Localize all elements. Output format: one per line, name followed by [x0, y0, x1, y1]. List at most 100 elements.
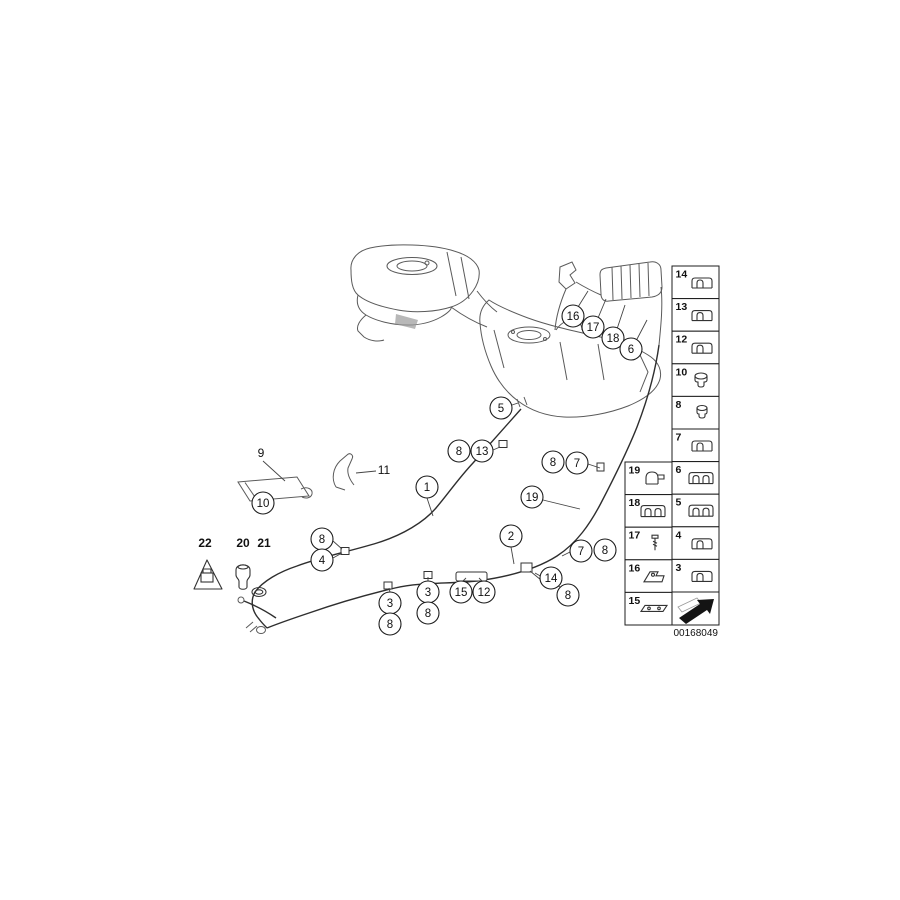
tank-left-lobe-outline [350, 244, 480, 313]
leader-line [529, 570, 542, 581]
callout-7a[interactable]: 7 [565, 451, 589, 475]
pipe-clip-mark [383, 581, 393, 590]
legend-item-4[interactable]: 4 [671, 526, 720, 560]
warning-triangle-drawing [193, 559, 223, 590]
pipe-clip-marks [340, 440, 605, 590]
callout-balloons: 16 17 18 6 5 8 13 8 [251, 304, 643, 636]
legend-item-12[interactable]: 12 [671, 330, 720, 365]
callout-label: 18 [607, 333, 620, 345]
callout-7b[interactable]: 7 [569, 539, 593, 563]
legend-number: 4 [676, 529, 682, 541]
callout-label: 6 [628, 344, 634, 356]
callout-3a[interactable]: 3 [416, 580, 440, 604]
leader-line [511, 402, 519, 406]
fuel-tank-drawing [350, 244, 662, 418]
detail-line [511, 330, 515, 334]
line-end-fitting [237, 596, 245, 604]
leader-line [332, 552, 343, 559]
callout-17[interactable]: 17 [581, 315, 605, 339]
callout-circle [539, 566, 563, 590]
legend-number: 16 [629, 562, 641, 574]
callout-label: 7 [578, 546, 584, 558]
leader-line [426, 497, 434, 517]
legend-item-17[interactable]: 17 [624, 526, 673, 561]
callout-2[interactable]: 2 [499, 524, 523, 548]
legend-item-19[interactable]: 19 [624, 461, 673, 496]
leader-line [635, 319, 648, 342]
callout-circle [556, 583, 580, 607]
callout-15[interactable]: 15 [449, 580, 473, 604]
callout-label: 3 [387, 598, 393, 610]
legend-item-6[interactable]: 6 [671, 461, 720, 495]
legend-arrow-box[interactable] [671, 591, 720, 626]
legend-item-13[interactable]: 13 [671, 298, 720, 332]
callout-label: 3 [425, 587, 431, 599]
part-label-9[interactable]: 9 [258, 446, 265, 460]
callout-label: 5 [498, 403, 504, 415]
callout-circle [593, 538, 617, 562]
callout-label: 15 [455, 587, 468, 599]
part-label-20[interactable]: 20 [236, 536, 250, 550]
callout-8d[interactable]: 8 [593, 538, 617, 562]
callout-8g[interactable]: 8 [378, 612, 402, 636]
legend-number: 10 [676, 366, 688, 378]
callout-19[interactable]: 19 [520, 485, 544, 509]
callout-label: 8 [425, 608, 431, 620]
part-label-22[interactable]: 22 [198, 536, 212, 550]
leader-line [587, 463, 601, 469]
legend-item-10[interactable]: 10 [671, 363, 720, 397]
legend-item-3[interactable]: 3 [671, 558, 720, 593]
callout-16[interactable]: 16 [561, 304, 585, 328]
callout-12[interactable]: 12 [472, 580, 496, 604]
callout-8b[interactable]: 8 [541, 450, 565, 474]
pipe-clip-mark [340, 547, 350, 555]
callout-1[interactable]: 1 [415, 475, 439, 499]
callout-circle [472, 580, 496, 604]
legend-item-14[interactable]: 14 [671, 265, 720, 300]
legend-number: 8 [676, 399, 682, 411]
callout-label: 4 [319, 555, 326, 567]
bracket-outline [332, 453, 355, 491]
callout-5[interactable]: 5 [489, 396, 513, 420]
pipe-clip-mark [498, 440, 508, 448]
legend-item-5[interactable]: 5 [671, 493, 720, 528]
tank-pump-flange [386, 257, 438, 275]
direction-arrow-icon [679, 599, 714, 624]
legend-item-8[interactable]: 8 [671, 395, 720, 430]
legend-cell-box [624, 494, 673, 528]
callout-14[interactable]: 14 [539, 566, 563, 590]
legend-item-18[interactable]: 18 [624, 494, 673, 528]
callout-circle [489, 396, 513, 420]
triangle-clip-detail [200, 572, 214, 583]
callout-circle [619, 337, 643, 361]
filler-patch [395, 314, 418, 329]
callout-10[interactable]: 10 [251, 491, 275, 515]
callout-circle [449, 580, 473, 604]
callout-8e[interactable]: 8 [556, 583, 580, 607]
callout-18[interactable]: 18 [601, 326, 625, 350]
callout-8c[interactable]: 8 [310, 527, 334, 551]
callout-circle [416, 601, 440, 625]
detail-line [424, 260, 430, 266]
callout-circle [251, 491, 275, 515]
legend-number: 5 [676, 497, 682, 509]
callout-circle [561, 304, 585, 328]
callout-8a[interactable]: 8 [447, 439, 471, 463]
legend-number: 17 [629, 530, 641, 542]
leader-line [597, 298, 607, 319]
callout-8f[interactable]: 8 [416, 601, 440, 625]
part-label-21[interactable]: 21 [257, 536, 271, 550]
callout-13[interactable]: 13 [470, 439, 494, 463]
legend-item-15[interactable]: 15 [624, 591, 673, 626]
detail-line [543, 337, 547, 341]
legend-item-7[interactable]: 7 [671, 428, 720, 463]
callout-4[interactable]: 4 [310, 548, 334, 572]
callout-6[interactable]: 6 [619, 337, 643, 361]
leader-line [510, 546, 515, 565]
callout-3b[interactable]: 3 [378, 591, 402, 615]
tank-right-lobe-outline [479, 299, 662, 418]
part-label-11[interactable]: 11 [378, 463, 391, 477]
legend-item-16[interactable]: 16 [624, 559, 673, 593]
